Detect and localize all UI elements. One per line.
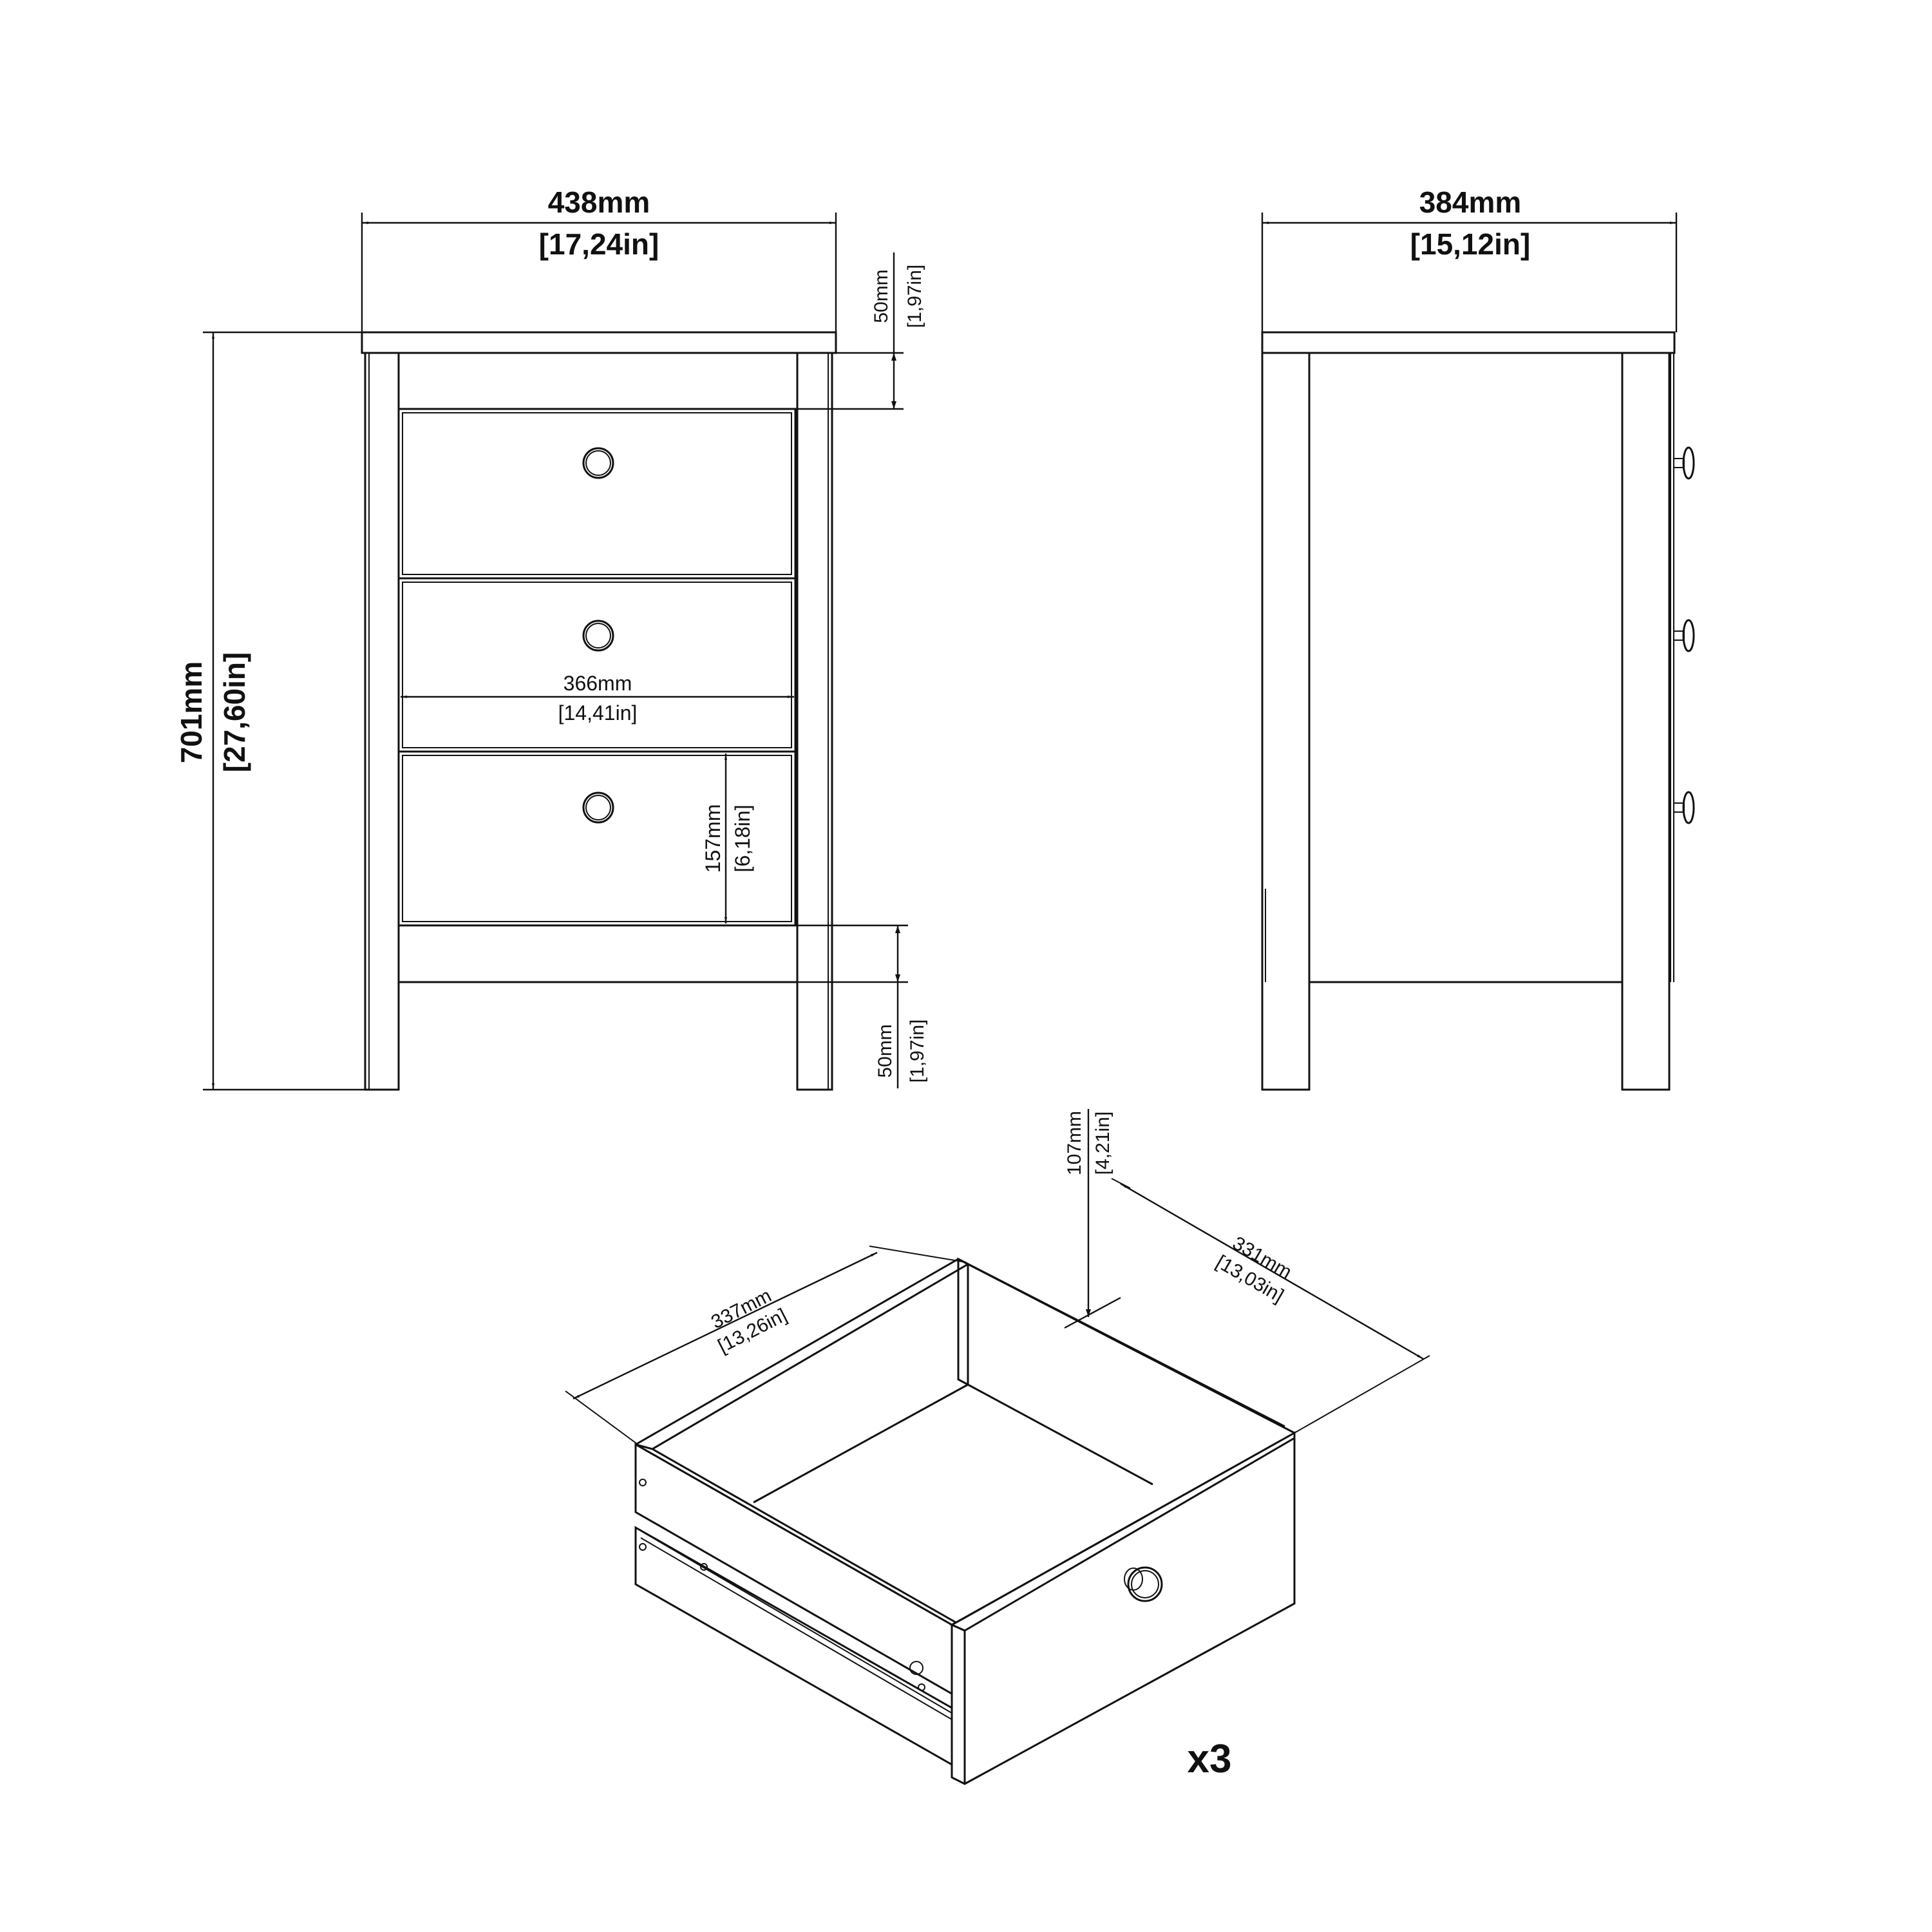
dimension-height: 701mm [27,60in]: [175, 331, 365, 1091]
quantity-label: x3: [1188, 1737, 1232, 1781]
knob-icon: [582, 791, 614, 824]
dimension-top-rail: 50mm [1,97in]: [797, 252, 925, 410]
knob-icon: [1124, 1566, 1163, 1602]
knob-icon: [582, 447, 614, 479]
front-view: 438mm [17,24in] 701mm [27,60in] 50mm [1,…: [175, 185, 928, 1091]
knob-icon: [1673, 446, 1695, 480]
top-plate: [361, 331, 837, 354]
side-front-leg: [1261, 352, 1311, 1091]
side-view: 384mm [15,12in]: [1261, 185, 1695, 1091]
left-leg: [364, 352, 400, 1091]
height-mm-label: 701mm: [175, 661, 208, 764]
drawer-height-in-label: [4,21in]: [1092, 1112, 1113, 1175]
drawer-front-3: [397, 750, 797, 927]
top-rail-mm-label: 50mm: [871, 269, 892, 323]
bottom-rail-in-label: [1,97in]: [907, 1019, 928, 1083]
drawer-detail: 107mm [4,21in] 337mm [13,26in] 331mm: [565, 1109, 1430, 1785]
dimension-drawer-detail-height: 107mm [4,21in]: [1064, 1109, 1121, 1329]
height-in-label: [27,60in]: [218, 652, 251, 773]
top-rail-in-label: [1,97in]: [904, 265, 925, 328]
inner-width-mm-label: 366mm: [564, 672, 632, 695]
drawer-front-2: [397, 577, 797, 753]
width-in-label: [17,24in]: [539, 227, 659, 261]
top-rail: [397, 352, 799, 410]
dimension-bottom-rail: 50mm [1,97in]: [797, 924, 928, 1088]
bottom-rail-mm-label: 50mm: [875, 1024, 896, 1077]
dimension-depth: 384mm [15,12in]: [1261, 185, 1678, 332]
dimension-drawer-height: 157mm [6,18in]: [701, 753, 754, 923]
dimension-width: 438mm [17,24in]: [361, 185, 837, 332]
knob-icon: [1673, 619, 1695, 652]
side-top-plate: [1261, 331, 1676, 354]
depth-mm-label: 384mm: [1419, 185, 1522, 219]
depth-in-label: [15,12in]: [1410, 227, 1531, 261]
dimension-drawer-depth: 331mm [13,03in]: [1111, 1178, 1430, 1434]
drawer-height-mm-label: 107mm: [1064, 1111, 1085, 1175]
right-leg: [796, 352, 833, 1091]
bottom-rail: [397, 924, 799, 983]
dimension-inner-width: 366mm [14,41in]: [401, 672, 794, 724]
drawer-front-1: [397, 408, 797, 580]
drawer-height-mm-label: 157mm: [701, 804, 724, 873]
drawer-height-in-label: [6,18in]: [731, 805, 754, 873]
knob-icon: [1673, 791, 1695, 824]
width-mm-label: 438mm: [548, 185, 650, 219]
side-back-leg: [1621, 352, 1671, 1091]
knob-icon: [582, 620, 614, 652]
inner-width-in-label: [14,41in]: [558, 701, 638, 724]
